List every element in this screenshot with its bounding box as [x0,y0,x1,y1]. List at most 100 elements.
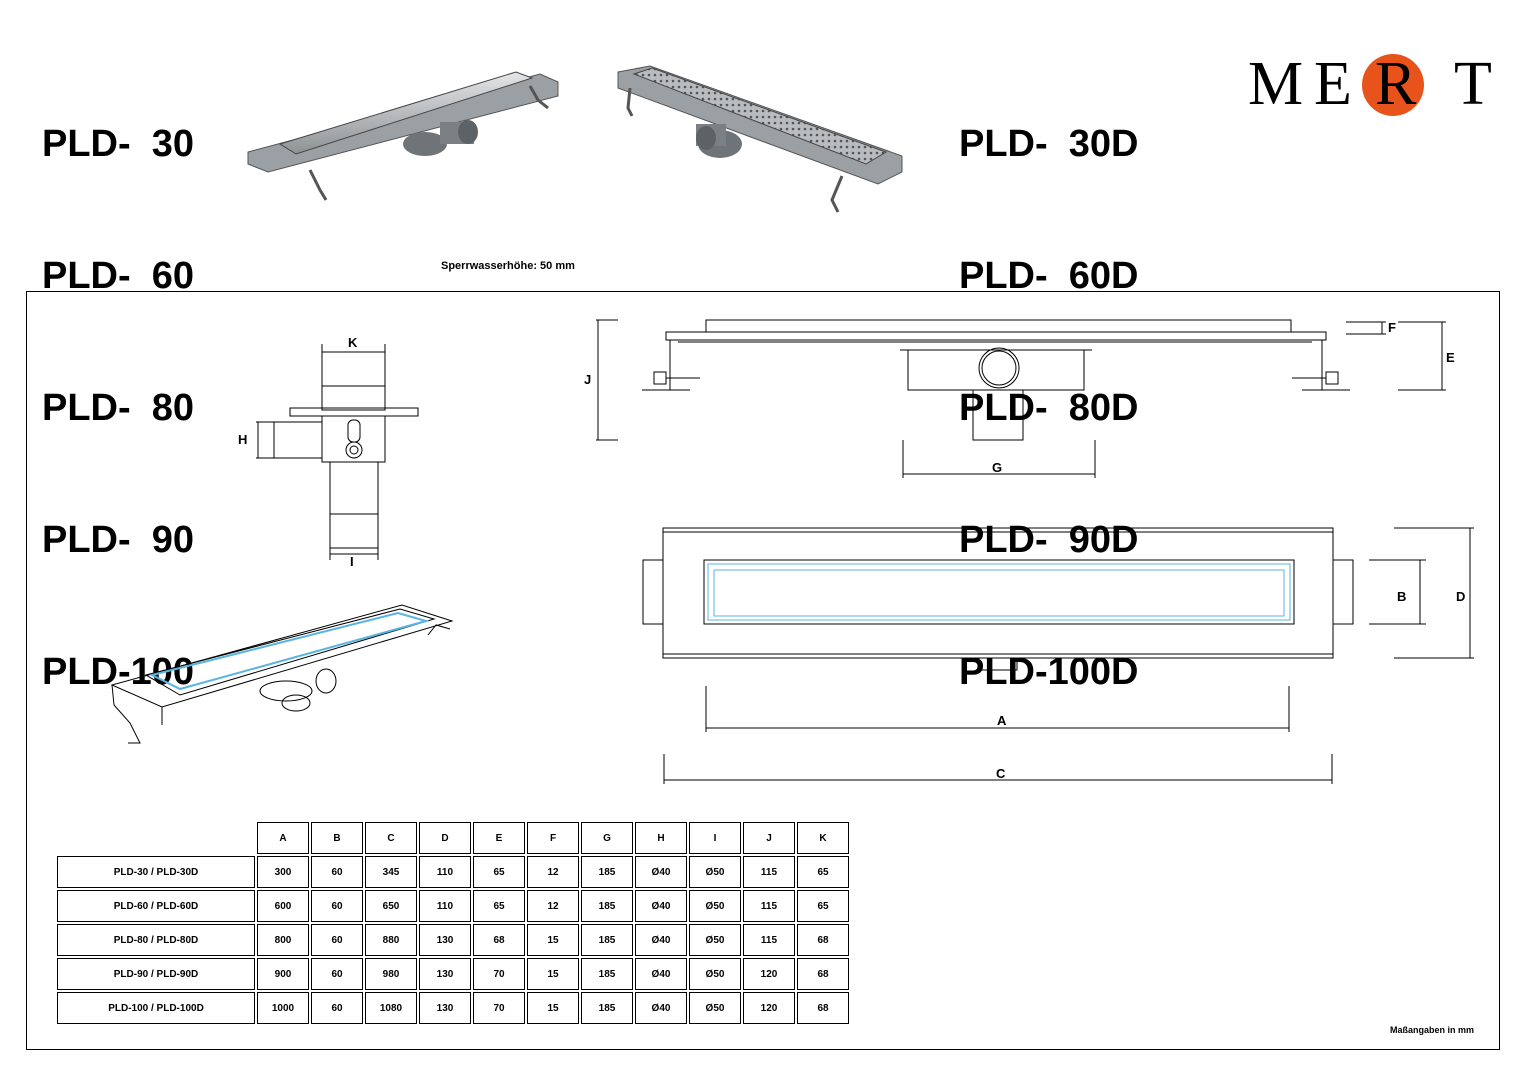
table-model-cell: PLD-90 / PLD-90D [57,958,255,990]
dim-label-b: B [1397,589,1406,604]
logo-letter: M [1248,50,1304,118]
table-cell: 60 [311,856,363,888]
right-model-list: PLD- 30D PLD- 60D PLD- 80D PLD- 90D PLD-… [959,34,1139,738]
table-cell: 1080 [365,992,417,1024]
table-cell: Ø50 [689,992,741,1024]
table-header-cell: A [257,822,309,854]
table-row: PLD-80 / PLD-80D 800 60 880 130 68 15 18… [57,924,849,956]
table-cell: 130 [419,992,471,1024]
table-cell: 70 [473,958,525,990]
model-name: PLD-100 [42,651,195,693]
table-row: PLD-90 / PLD-90D 900 60 980 130 70 15 18… [57,958,849,990]
table-cell: Ø40 [635,890,687,922]
table-cell: 800 [257,924,309,956]
table-cell: 130 [419,958,471,990]
technical-drawing-frame [26,291,1500,1050]
table-cell: 60 [311,890,363,922]
model-name: PLD- 30D [959,123,1139,165]
model-name: PLD- 90 [42,519,195,561]
cross-section-view: K H I [238,335,419,569]
table-cell: 65 [473,890,525,922]
table-cell: Ø40 [635,856,687,888]
table-header-cell: J [743,822,795,854]
dim-label-a: A [997,713,1007,728]
table-cell: 15 [527,924,579,956]
isometric-drain-view [110,604,454,744]
table-cell: 115 [743,890,795,922]
table-model-cell: PLD-100 / PLD-100D [57,992,255,1024]
table-cell: Ø50 [689,890,741,922]
front-elevation-view: J G F E [584,319,1455,478]
table-cell: 65 [473,856,525,888]
table-cell: 68 [473,924,525,956]
table-cell: 12 [527,856,579,888]
table-header-cell: D [419,822,471,854]
table-cell: Ø40 [635,958,687,990]
model-name: PLD- 80D [959,387,1139,429]
model-name: PLD- 60D [959,255,1139,297]
table-cell: 15 [527,992,579,1024]
table-cell: 110 [419,856,471,888]
table-header-cell: H [635,822,687,854]
dim-label-i: I [350,554,354,569]
table-header-cell: E [473,822,525,854]
logo-letter: R [1375,50,1417,118]
table-cell: 980 [365,958,417,990]
table-cell: 68 [797,992,849,1024]
table-cell: 650 [365,890,417,922]
table-header-cell: I [689,822,741,854]
table-cell: 185 [581,890,633,922]
table-cell: 68 [797,924,849,956]
table-cell: 185 [581,992,633,1024]
table-cell: Ø50 [689,958,741,990]
table-cell: 68 [797,958,849,990]
logo-letter: T [1454,50,1492,118]
table-header-cell: C [365,822,417,854]
table-row: PLD-100 / PLD-100D 1000 60 1080 130 70 1… [57,992,849,1024]
table-cell: 300 [257,856,309,888]
table-header-cell: F [527,822,579,854]
model-name: PLD- 80 [42,387,195,429]
dimensions-table: A B C D E F G H I J K PLD-30 / PLD-30D 3… [55,820,851,1026]
table-cell: 185 [581,856,633,888]
table-cell: 60 [311,924,363,956]
logo-circle [1362,54,1424,116]
product-image-perforated-cover [617,65,903,213]
dim-label-k: K [348,335,358,350]
table-cell: 115 [743,924,795,956]
table-cell: 60 [311,958,363,990]
units-footnote: Maßangaben in mm [1390,1025,1475,1035]
model-name: PLD- 90D [959,519,1139,561]
table-cell: 65 [797,890,849,922]
mert-logo: M E R T [1248,48,1508,128]
table-cell: 130 [419,924,471,956]
table-header-cell: K [797,822,849,854]
table-cell: 65 [797,856,849,888]
left-model-list: PLD- 30 PLD- 60 PLD- 80 PLD- 90 PLD-100 [42,34,194,738]
table-row: PLD-60 / PLD-60D 600 60 650 110 65 12 18… [57,890,849,922]
table-cell: Ø50 [689,856,741,888]
table-cell: Ø40 [635,924,687,956]
water-seal-note: Sperrwasserhöhe: 50 mm [441,260,575,272]
table-cell: 880 [365,924,417,956]
dim-label-g: G [992,460,1002,475]
dim-label-c: C [996,766,1006,781]
model-name: PLD- 30 [42,123,195,165]
table-header-row: A B C D E F G H I J K [57,822,849,854]
table-cell: 185 [581,924,633,956]
table-cell: Ø40 [635,992,687,1024]
table-cell: 1000 [257,992,309,1024]
plan-view: B D A C [642,527,1474,784]
table-cell: 185 [581,958,633,990]
table-cell: 600 [257,890,309,922]
table-cell: 345 [365,856,417,888]
table-cell: 70 [473,992,525,1024]
model-name: PLD- 60 [42,255,195,297]
logo-letter: E [1314,50,1352,118]
table-cell: 12 [527,890,579,922]
table-header-cell: G [581,822,633,854]
product-image-solid-cover [247,71,559,201]
table-model-cell: PLD-30 / PLD-30D [57,856,255,888]
dim-label-d: D [1456,589,1465,604]
table-model-cell: PLD-60 / PLD-60D [57,890,255,922]
